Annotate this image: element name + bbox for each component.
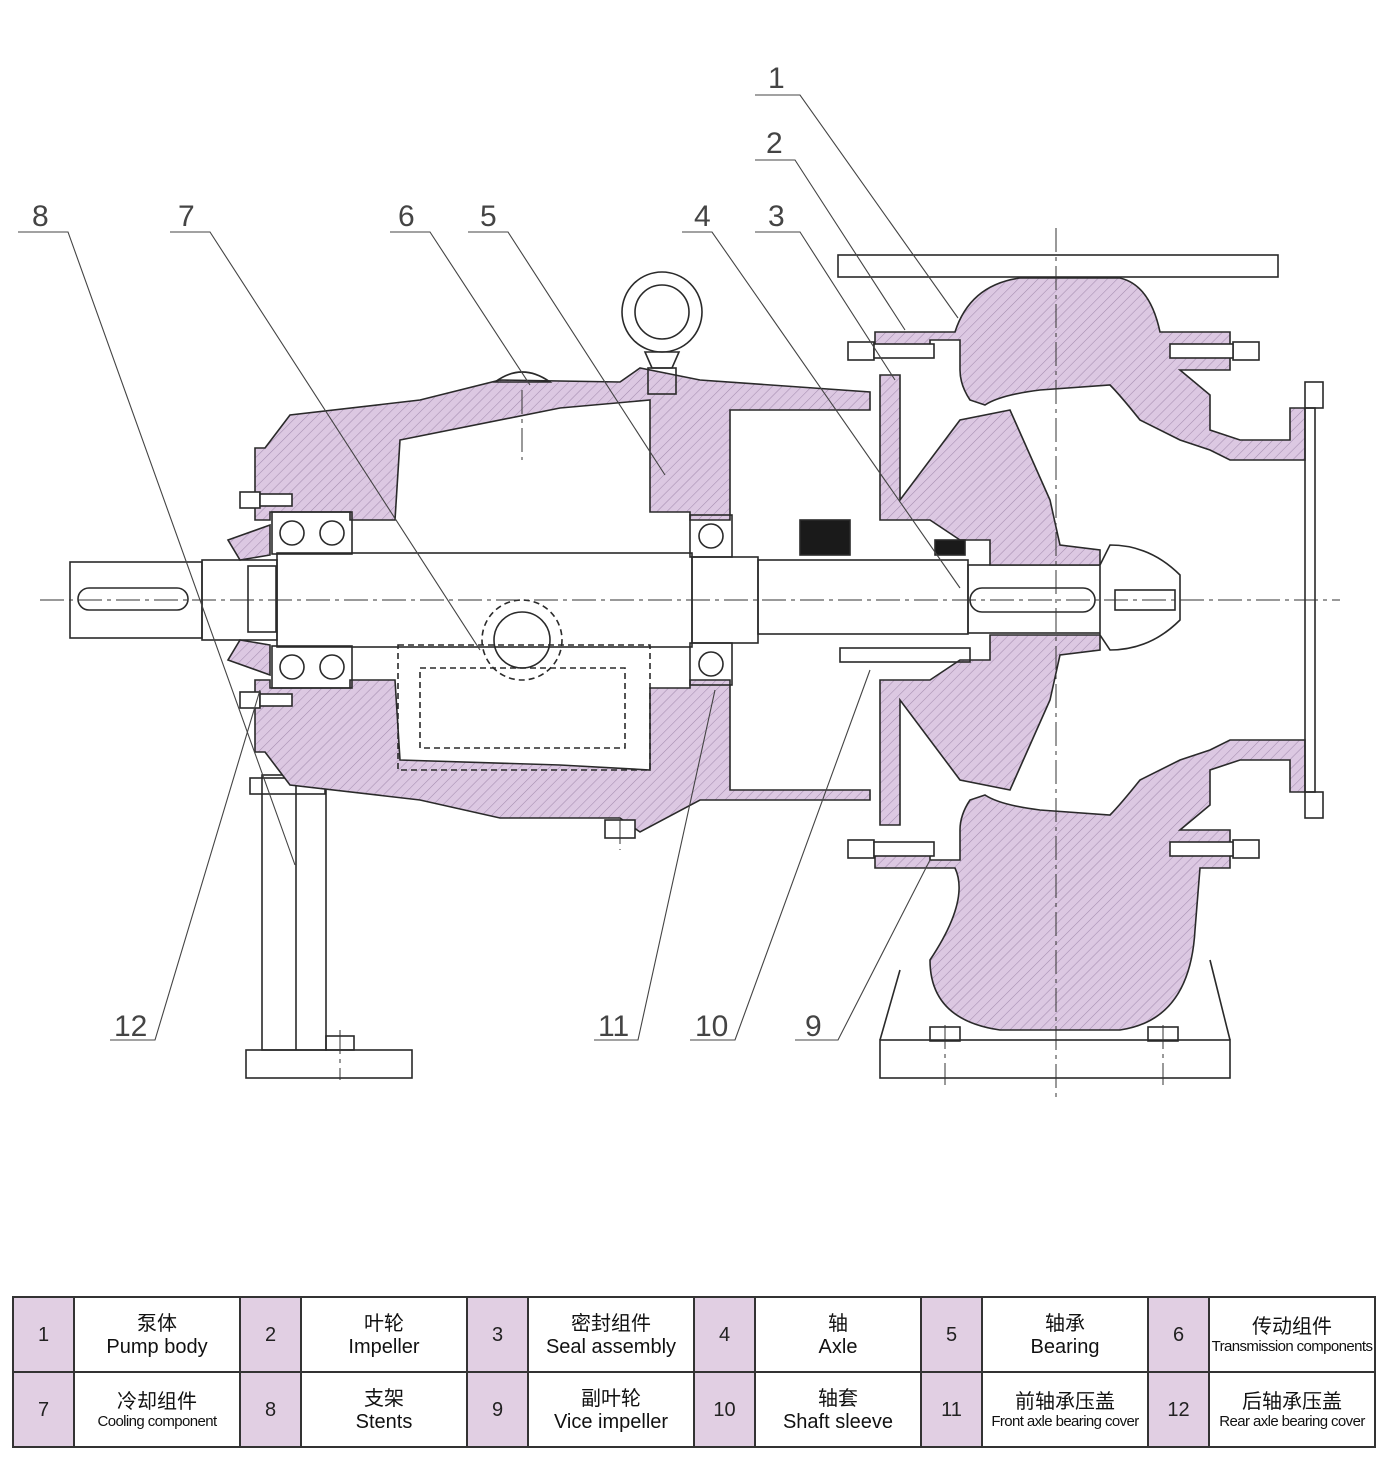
- part-name-zh: 轴: [828, 1310, 848, 1335]
- legend-num: 12: [1147, 1371, 1210, 1448]
- callout-5: 5: [480, 200, 497, 233]
- legend-num: 7: [12, 1371, 75, 1448]
- cooling-box: [397, 599, 651, 771]
- part-name-zh: 传动组件: [1252, 1313, 1332, 1338]
- part-name-zh: 泵体: [137, 1310, 177, 1335]
- part-name-zh: 叶轮: [364, 1310, 404, 1335]
- pump-casing: [874, 277, 1306, 1031]
- part-name-zh: 密封组件: [571, 1310, 651, 1335]
- part-name-zh: 前轴承压盖: [1015, 1388, 1115, 1413]
- part-name-zh: 后轴承压盖: [1242, 1388, 1342, 1413]
- part-name-zh: 轴套: [818, 1385, 858, 1410]
- part-name-en: Impeller: [348, 1335, 420, 1358]
- legend-num: 10: [693, 1371, 756, 1448]
- callout-12: 12: [114, 1010, 147, 1043]
- discharge-flange: [837, 254, 1279, 278]
- leader-lines: [18, 94, 961, 1041]
- part-name-en: Rear axle bearing cover: [1219, 1412, 1365, 1430]
- part-name-zh: 冷却组件: [117, 1388, 197, 1413]
- part-name-zh: 支架: [364, 1385, 404, 1410]
- callout-4: 4: [694, 200, 711, 233]
- legend-num: 9: [466, 1371, 529, 1448]
- part-name-zh: 轴承: [1045, 1310, 1085, 1335]
- callout-7: 7: [178, 200, 195, 233]
- part-name-en: Front axle bearing cover: [991, 1412, 1139, 1430]
- stand-right: [879, 959, 1231, 1079]
- legend-num: 4: [693, 1296, 756, 1373]
- callout-2: 2: [766, 127, 783, 160]
- seal-assembly: [799, 519, 851, 556]
- callout-9: 9: [805, 1010, 822, 1043]
- centerlines: [40, 228, 1340, 1100]
- stand-left: [245, 774, 413, 1079]
- legend-num: 1: [12, 1296, 75, 1373]
- pump-cross-section-drawing: 1 2 3 4 5 6 7 8 9 10 11 12: [18, 62, 1340, 1100]
- callout-8: 8: [32, 200, 49, 233]
- callout-1: 1: [768, 62, 785, 95]
- legend-num: 3: [466, 1296, 529, 1373]
- bearing-housing: [226, 367, 871, 833]
- front-bearings: [689, 514, 733, 686]
- part-name-en: Transmission components: [1211, 1337, 1373, 1355]
- part-name-en: Shaft sleeve: [782, 1410, 894, 1433]
- callout-numbers: 1 2 3 4 5 6 7 8 9 10 11 12: [32, 62, 822, 1043]
- callout-10: 10: [695, 1010, 728, 1043]
- part-name-en: Stents: [355, 1410, 413, 1433]
- vent-cap: [492, 371, 553, 383]
- legend-num: 2: [239, 1296, 302, 1373]
- legend-num: 5: [920, 1296, 983, 1373]
- rear-bearings: [271, 511, 353, 689]
- part-name-en: Pump body: [106, 1335, 208, 1358]
- part-name-en: Vice impeller: [553, 1410, 669, 1433]
- part-name-en: Bearing: [1030, 1335, 1100, 1358]
- part-name-en: Axle: [818, 1335, 858, 1358]
- part-name-en: Seal assembly: [545, 1335, 677, 1358]
- part-name-zh: 副叶轮: [581, 1385, 641, 1410]
- legend-num: 11: [920, 1371, 983, 1448]
- callout-11: 11: [598, 1010, 629, 1043]
- lifting-eye: [621, 271, 703, 395]
- legend-num: 6: [1147, 1296, 1210, 1373]
- callout-6: 6: [398, 200, 415, 233]
- part-name-en: Cooling component: [97, 1412, 217, 1430]
- callout-3: 3: [768, 200, 785, 233]
- bolts: [239, 341, 1260, 859]
- legend-num: 8: [239, 1371, 302, 1448]
